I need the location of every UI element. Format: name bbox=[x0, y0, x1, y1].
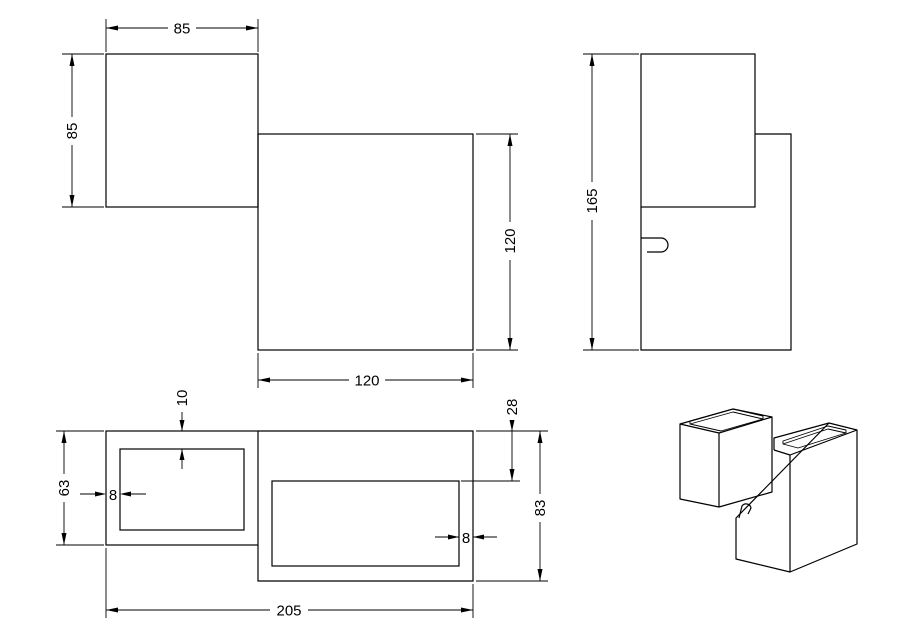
dim-label-165: 165 bbox=[584, 188, 601, 213]
dim-right-wall: 8 bbox=[435, 529, 497, 547]
dim-small-box-height: 85 bbox=[62, 53, 104, 208]
small-box-outline bbox=[105, 53, 259, 208]
upper-box-outline bbox=[640, 53, 756, 208]
dim-label-10: 10 bbox=[174, 390, 191, 407]
iso-large-box bbox=[735, 422, 858, 573]
dim-small-box-width: 85 bbox=[105, 19, 259, 52]
iso-small-box bbox=[679, 408, 773, 508]
dim-top-wall: 10 bbox=[173, 385, 191, 469]
lower-box-outline bbox=[640, 133, 792, 351]
front-view: 63 8 10 28 bbox=[55, 385, 549, 620]
right-box-inner bbox=[271, 480, 460, 567]
dim-right-height: 83 bbox=[476, 430, 549, 582]
side-view: 165 bbox=[583, 53, 792, 351]
dim-left-height: 63 bbox=[55, 430, 104, 546]
dim-label-120-height: 120 bbox=[502, 228, 519, 253]
top-view: 85 85 120 bbox=[62, 19, 519, 390]
dim-label-8-right: 8 bbox=[462, 530, 470, 547]
large-box-outline bbox=[257, 133, 474, 351]
iso-mounting-hook bbox=[738, 503, 752, 519]
left-box-outer bbox=[105, 430, 259, 546]
dim-label-85-width: 85 bbox=[174, 21, 191, 38]
right-box-outer bbox=[257, 430, 474, 582]
iso-small-box-body bbox=[679, 416, 773, 508]
dim-left-wall: 8 bbox=[80, 486, 146, 504]
dim-right-offset: 28 bbox=[461, 394, 521, 482]
mounting-hook bbox=[641, 237, 669, 253]
dim-label-63: 63 bbox=[56, 480, 73, 497]
dim-label-120-width: 120 bbox=[354, 373, 379, 390]
dim-total-height: 165 bbox=[583, 53, 639, 351]
dim-total-width: 205 bbox=[105, 548, 474, 620]
dim-large-box-height: 120 bbox=[476, 133, 519, 351]
dim-label-8-left: 8 bbox=[109, 487, 117, 504]
iso-small-box-opening bbox=[689, 411, 764, 432]
dim-label-83: 83 bbox=[532, 500, 549, 517]
dim-label-85-height: 85 bbox=[64, 123, 81, 140]
dim-label-28: 28 bbox=[504, 399, 521, 416]
dim-large-box-width: 120 bbox=[257, 353, 474, 390]
isometric-view bbox=[679, 408, 858, 573]
dim-label-205: 205 bbox=[276, 603, 301, 620]
